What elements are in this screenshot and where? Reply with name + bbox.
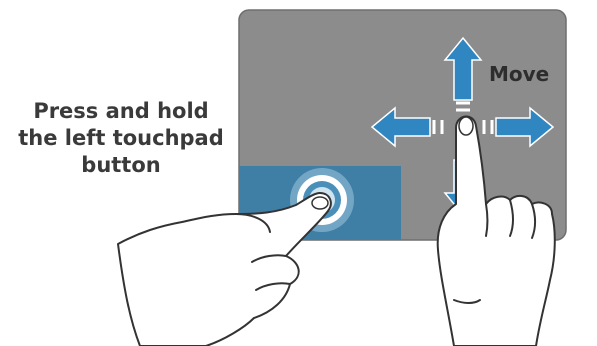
move-label: Move [489,62,549,86]
caption-line-2: the left touchpad [6,125,236,152]
instruction-caption: Press and hold the left touchpad button [6,98,236,179]
caption-line-1: Press and hold [6,98,236,125]
left-fingernail [312,197,328,209]
caption-line-3: button [6,152,236,179]
right-fingernail [459,117,473,135]
left-hand-icon [118,193,331,346]
